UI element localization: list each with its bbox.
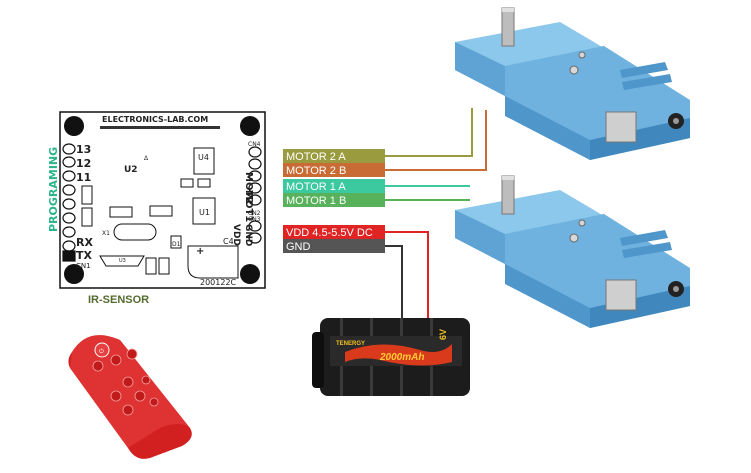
vdd-pin-label: VDD: [231, 224, 241, 246]
mounting-hole-icon: [64, 264, 84, 284]
u1-chip: [192, 197, 216, 225]
mounting-hole-icon: [240, 264, 260, 284]
mot1-label: MOT1: [243, 190, 254, 222]
board-header: ELECTRONICS-LAB.COM: [102, 115, 208, 124]
geared-dc-motor-icon: [455, 175, 690, 328]
programing-label: PROGRAMING: [47, 147, 60, 232]
wire-label-vdd: VDD 4.5-5.5V DC: [283, 225, 385, 239]
d1-label: D1: [172, 241, 181, 248]
right-pin-header: [248, 146, 262, 244]
wire-label-motor2a-text: MOTOR 2 A: [286, 151, 346, 163]
u2-label: U2: [124, 165, 138, 175]
wire-vdd: [385, 231, 429, 318]
cn3-label: CN3: [248, 216, 261, 223]
wire-label-motor1b: MOTOR 1 B: [283, 193, 385, 207]
mounting-hole-icon: [64, 116, 84, 136]
pin-label-tx: TX: [76, 249, 93, 262]
cn1-label: CN1: [76, 262, 91, 270]
mot2-label: MOT2: [243, 172, 254, 204]
wire-label-gnd-text: GND: [286, 241, 311, 253]
pcb-board: ELECTRONICS-LAB.COM 13 12 11 RX TX CN1 P…: [47, 111, 266, 289]
svg-text:Δ: Δ: [144, 155, 149, 162]
pin-label-11: 11: [76, 171, 91, 184]
pcb-trace: [100, 126, 220, 129]
pin-label-12: 12: [76, 157, 91, 170]
wire-label-motor1b-text: MOTOR 1 B: [286, 195, 346, 207]
wire-label-motor1a: MOTOR 1 A: [283, 179, 385, 193]
wire-label-motor1a-text: MOTOR 1 A: [286, 181, 346, 193]
wire-motor2a: [385, 108, 473, 157]
battery-capacity: 2000mAh: [379, 352, 424, 363]
wire-label-gnd: GND: [283, 239, 385, 253]
cn2-label: CN2: [248, 210, 261, 217]
battery-brand: TENERGY: [336, 341, 365, 347]
ir-remote-icon: ⏻: [68, 335, 192, 459]
capacitor-c4: [187, 245, 239, 279]
gnd-pin-label: GND: [243, 224, 253, 246]
ir-sensor-component: [99, 255, 145, 267]
mounting-hole-icon: [240, 116, 260, 136]
board-id: 200122C: [200, 278, 237, 287]
wire-motor2b: [385, 110, 487, 171]
geared-dc-motor-icon: [455, 7, 690, 160]
svg-text:⏻: ⏻: [99, 348, 104, 355]
u1-label: U1: [199, 208, 210, 217]
wire-labels: MOTOR 2 A MOTOR 2 B MOTOR 1 A MOTOR 1 B …: [283, 149, 385, 253]
u3-label: U3: [119, 258, 126, 264]
pin-label-13: 13: [76, 143, 91, 156]
svg-text:+: +: [196, 246, 204, 257]
wire-label-motor2b: MOTOR 2 B: [283, 163, 385, 177]
ir-sensor-caption: IR-SENSOR: [88, 294, 149, 306]
crystal: [113, 223, 157, 241]
u4-label: U4: [198, 153, 209, 162]
pin-label-rx: RX: [76, 236, 93, 249]
wire-label-vdd-text: VDD 4.5-5.5V DC: [286, 227, 373, 239]
c4-label: C4: [223, 237, 234, 246]
battery-voltage: 6V: [438, 329, 448, 340]
wire-label-motor2a: MOTOR 2 A: [283, 149, 385, 163]
wire-label-motor2b-text: MOTOR 2 B: [286, 165, 346, 177]
wire-paths: [385, 108, 487, 318]
wire-gnd: [385, 245, 403, 318]
battery-pack-icon: TENERGY 2000mAh 6V: [312, 318, 470, 396]
u4-chip: [193, 147, 215, 175]
left-pin-header: [62, 143, 76, 262]
cn4-label: CN4: [248, 141, 261, 148]
x1-label: X1: [102, 230, 110, 237]
